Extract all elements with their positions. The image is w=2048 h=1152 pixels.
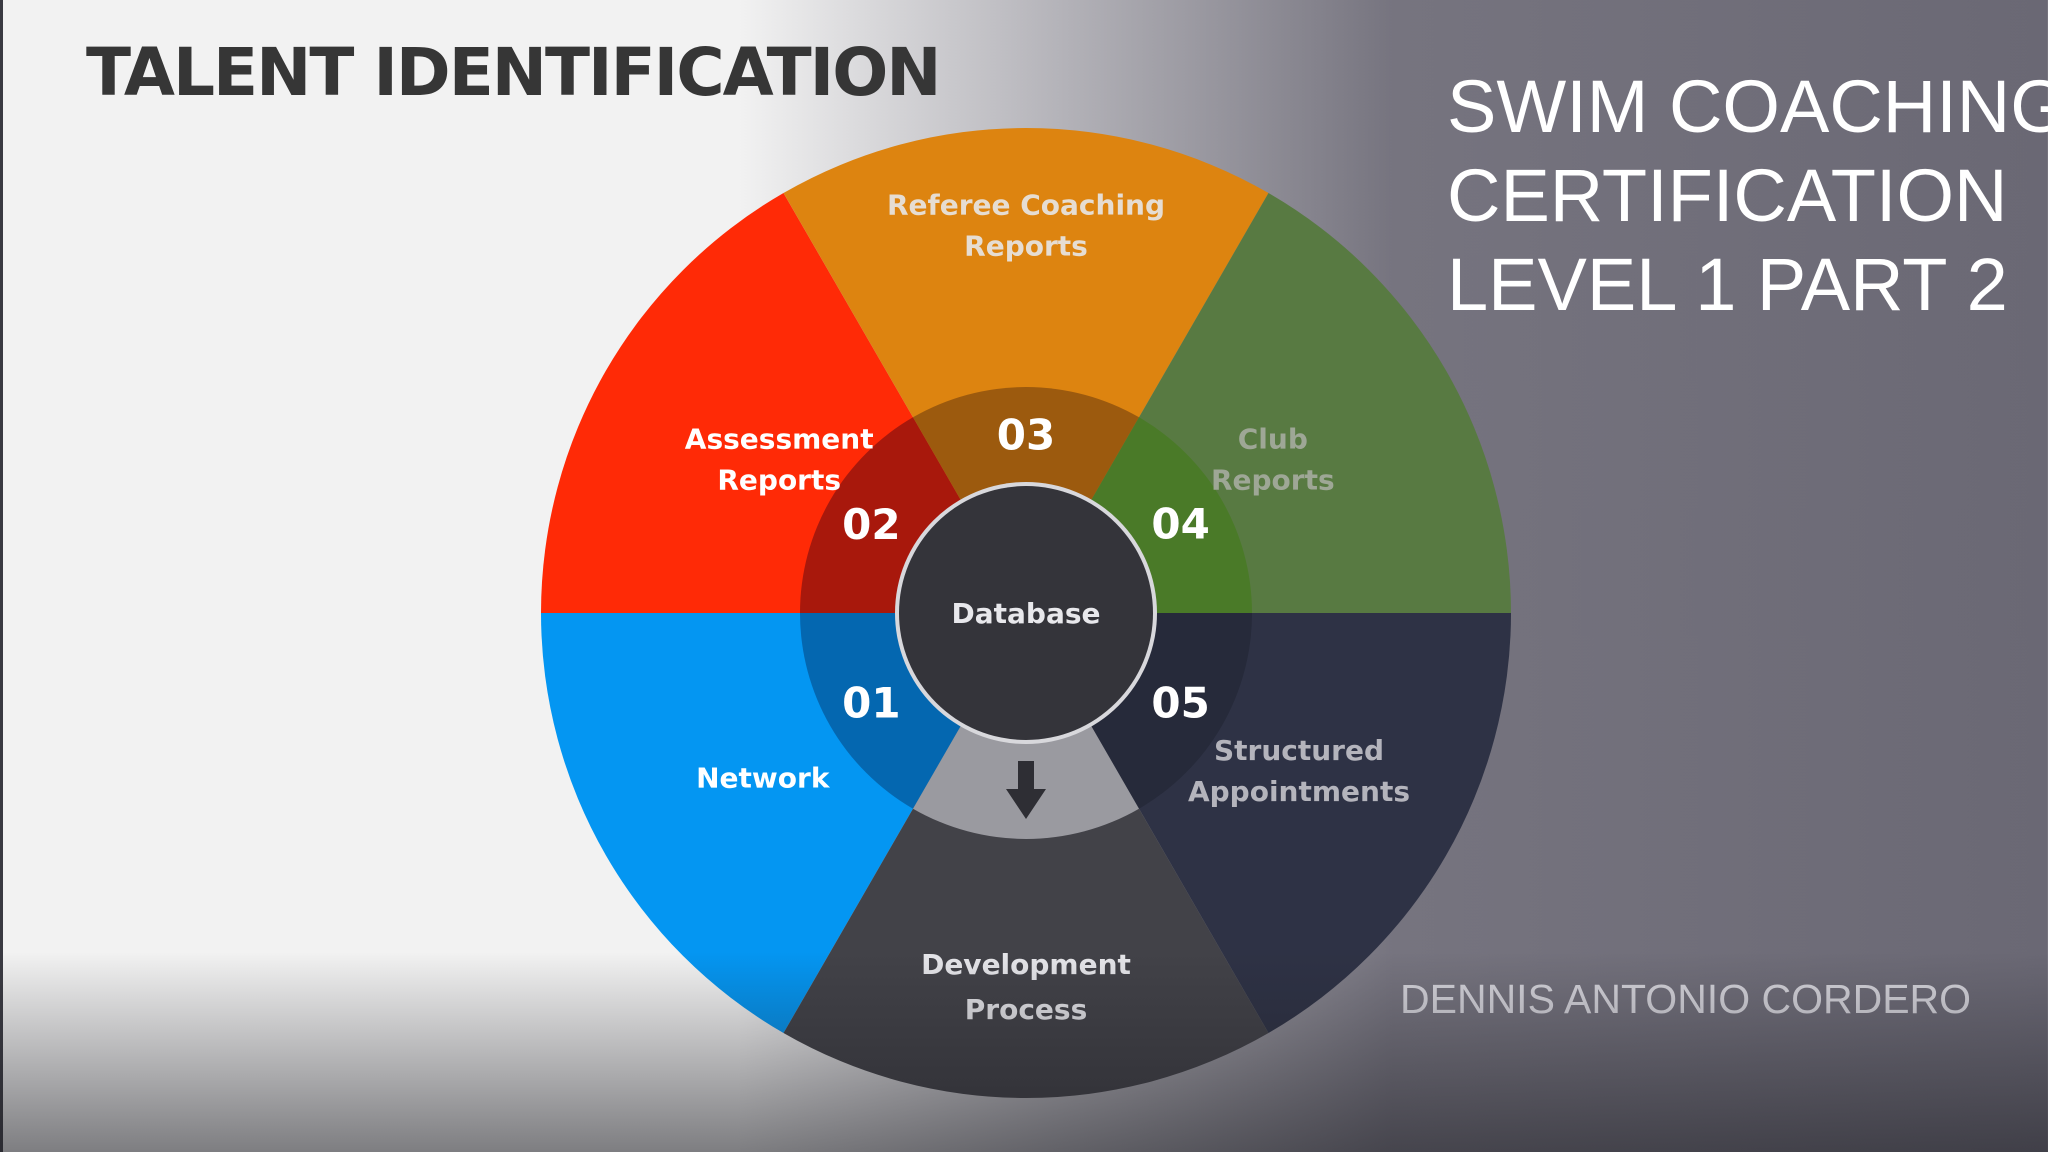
segment-number-04: 04: [1151, 500, 1209, 549]
segment-number-03: 03: [997, 411, 1055, 460]
left-edge-border: [0, 0, 3, 1152]
segment-number-02: 02: [842, 500, 900, 549]
slide-title: TALENT IDENTIFICATION: [86, 34, 942, 111]
arrow-down-icon: [1006, 761, 1046, 819]
segment-label-club-reports: Club: [1238, 422, 1308, 455]
segment-label-referee-coaching-reports: Reports: [964, 230, 1088, 263]
hub-label: Database: [951, 597, 1100, 630]
segment-label-club-reports: Reports: [1211, 463, 1335, 496]
segment-label-network: Network: [696, 762, 831, 795]
segment-label-development-process: Development: [921, 948, 1131, 981]
segment-label-assessment-reports: Assessment: [685, 422, 874, 455]
database-hub: [895, 482, 1157, 744]
segment-number-01: 01: [842, 678, 900, 727]
course-title: SWIM COACHING CERTIFICATION LEVEL 1 PART…: [1447, 62, 2048, 329]
segment-label-structured-appointments: Appointments: [1188, 775, 1410, 808]
segment-label-assessment-reports: Reports: [717, 463, 841, 496]
segment-label-referee-coaching-reports: Referee Coaching: [887, 189, 1165, 222]
course-title-line-2: CERTIFICATION: [1447, 154, 2008, 237]
segment-referee-coaching-reports: [783, 128, 1269, 613]
segment-label-development-process: Process: [965, 993, 1088, 1026]
segment-label-structured-appointments: Structured: [1214, 734, 1384, 767]
segment-number-05: 05: [1151, 678, 1209, 727]
course-title-line-3: LEVEL 1 PART 2: [1447, 243, 2008, 326]
author-name: DENNIS ANTONIO CORDERO: [1400, 976, 1972, 1022]
course-title-line-1: SWIM COACHING: [1447, 65, 2048, 148]
